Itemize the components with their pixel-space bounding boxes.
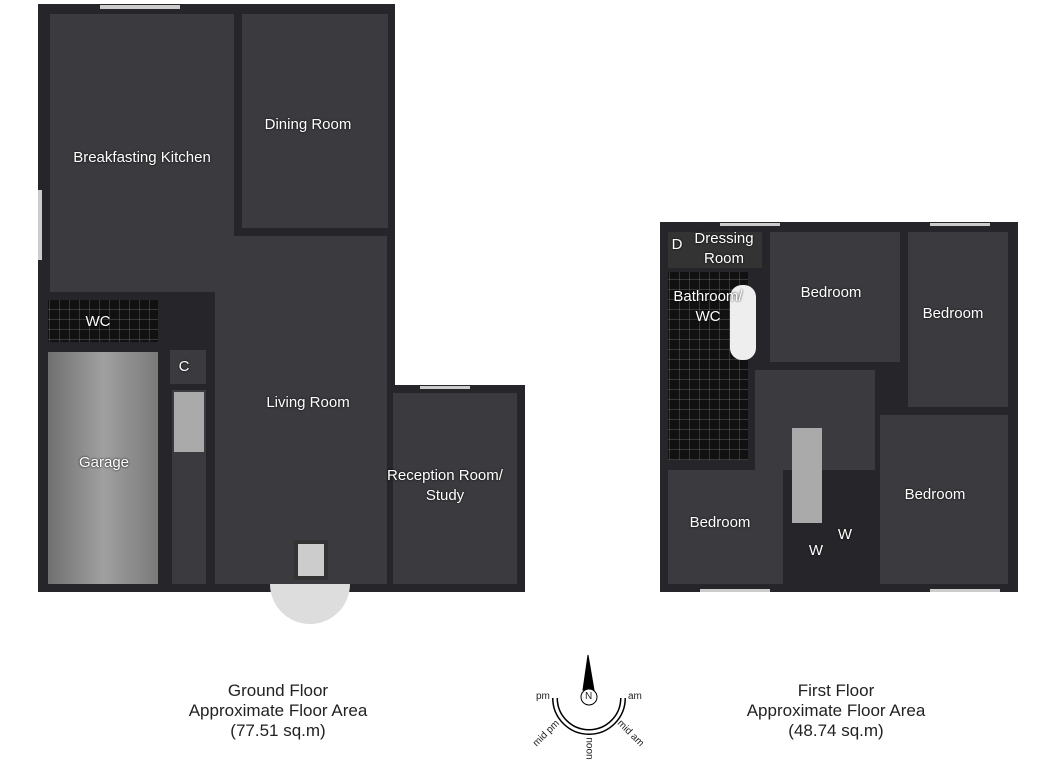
room-label-dressing-room: Dressing Room: [694, 230, 754, 267]
room-label-living-room: Living Room: [266, 394, 350, 411]
caption-subtitle: Approximate Floor Area: [746, 701, 926, 720]
room-label-bedroom: Bedroom: [904, 486, 966, 503]
living-floor: [215, 236, 387, 584]
room-label-garage: Garage: [78, 454, 130, 471]
first-floor-caption: First Floor Approximate Floor Area (48.7…: [747, 681, 926, 741]
room-label-wc: WC: [85, 313, 111, 330]
caption-subtitle: Approximate Floor Area: [188, 701, 368, 720]
caption-title: Ground Floor: [227, 681, 329, 700]
compass-pm: pm: [536, 691, 550, 702]
ground-floor-plan: [38, 4, 525, 624]
room-label-wardrobe: W: [837, 526, 853, 543]
room-label-d: D: [671, 236, 683, 253]
room-label-bedroom: Bedroom: [800, 284, 862, 301]
room-label-wardrobe: W: [808, 542, 824, 559]
caption-area: (77.51 sq.m): [230, 721, 326, 740]
room-label-dining-room: Dining Room: [264, 116, 352, 133]
reception-floor: [393, 393, 517, 584]
room-label-reception-study: Reception Room/ Study: [387, 467, 503, 504]
compass-am: am: [628, 691, 642, 702]
first-floor-plan: [660, 222, 1018, 592]
compass-north: N: [585, 691, 593, 702]
ground-floor-caption: Ground Floor Approximate Floor Area (77.…: [189, 681, 368, 741]
wc-floor: [48, 300, 158, 342]
compass-graphic: [552, 654, 626, 735]
garage-floor: [48, 352, 158, 584]
room-label-bedroom: Bedroom: [689, 514, 751, 531]
room-label-bathroom-wc: Bathroom/ WC: [673, 288, 743, 325]
room-label-cupboard: C: [178, 358, 190, 375]
kitchen-floor: [50, 14, 234, 292]
caption-area: (48.74 sq.m): [788, 721, 884, 740]
compass-noon: noon: [583, 737, 595, 760]
room-label-bedroom: Bedroom: [922, 305, 984, 322]
dining-floor: [242, 14, 388, 228]
room-label-breakfasting-kitchen: Breakfasting Kitchen: [73, 149, 211, 166]
caption-title: First Floor: [797, 681, 875, 700]
